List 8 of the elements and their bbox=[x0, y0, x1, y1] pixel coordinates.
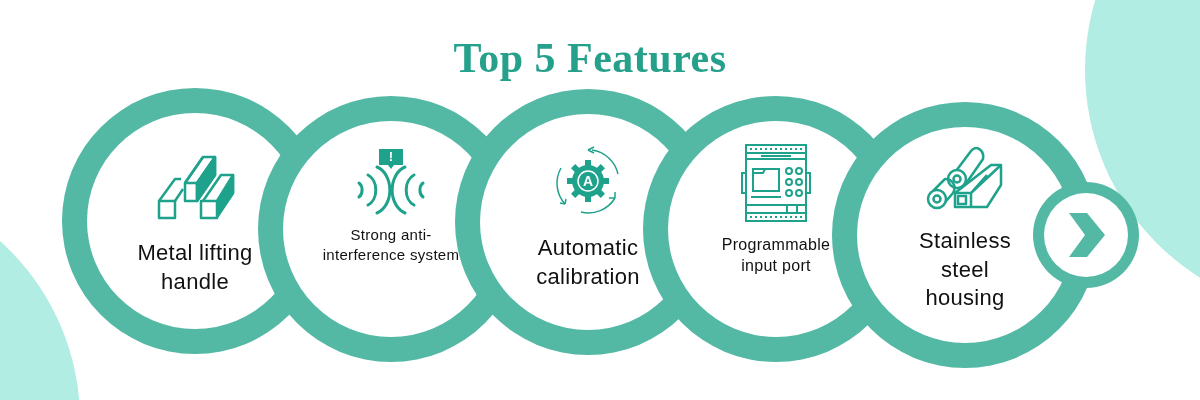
icon-symbol: A bbox=[581, 172, 595, 191]
title: Top 5 Features bbox=[452, 34, 728, 82]
feature-label: Automatic calibration bbox=[535, 234, 641, 291]
feature-label: Stainless steel housing bbox=[918, 227, 1012, 313]
icon-symbol: ! bbox=[387, 149, 395, 165]
feature-label: Programmable input port bbox=[720, 235, 832, 276]
feature-label: Metal lifting handle bbox=[136, 239, 254, 296]
feature-label: Strong anti-interference system bbox=[321, 225, 461, 264]
